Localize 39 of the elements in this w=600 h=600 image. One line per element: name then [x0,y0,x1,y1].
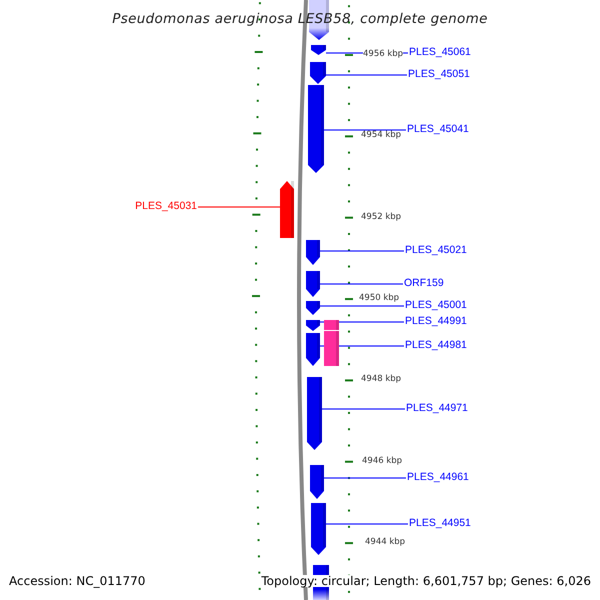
gene-label: PLES_44971 [406,403,468,414]
gene-feature [280,181,294,238]
gene-feature [324,320,339,330]
gene-label: ORF159 [404,278,444,288]
leader-line [198,206,280,208]
scale-label: 4952 kbp [361,213,402,222]
gene-label: PLES_44991 [405,316,467,326]
scale-label: 4956 kbp [363,50,404,58]
gene-label: PLES_45061 [409,47,471,58]
gene-label: PLES_44951 [409,518,471,528]
gene-label: PLES_45031 [135,201,197,212]
scale-label: 4946 kbp [362,457,402,466]
scale-label: 4954 kbp [361,131,402,140]
gene-feature [311,503,326,555]
gene-feature [324,331,339,366]
gene-feature [307,377,322,450]
gene-label: PLES_44961 [407,472,469,482]
gene-feature [306,301,320,315]
leader-line [320,250,404,252]
gene-feature [306,240,320,265]
scale-label: 4948 kbp [361,375,402,384]
gene-label: PLES_44981 [405,340,467,350]
gene-label: PLES_45041 [407,124,469,134]
title: Pseudomonas aeruginosa LESB58, complete genome [111,10,489,29]
leader-line [322,408,406,410]
gene-label: PLES_45001 [405,300,467,310]
gene-label: PLES_45021 [405,245,467,256]
gene-feature [306,271,320,297]
scale-label: 4944 kbp [365,538,406,546]
gene-feature [311,45,326,55]
genome-info-text: Topology: circular; Length: 6,601,757 bp; Genes: 6,026 [261,575,591,587]
gene-label: PLES_45051 [408,69,470,80]
scale-label: 4950 kbp [359,294,400,302]
leader-line [326,74,408,76]
gene-feature [310,465,324,499]
gene-feature [310,62,326,84]
gene-feature [306,333,320,366]
accession-text: Accession: NC_011770 [9,575,146,587]
gene-feature [306,320,320,331]
